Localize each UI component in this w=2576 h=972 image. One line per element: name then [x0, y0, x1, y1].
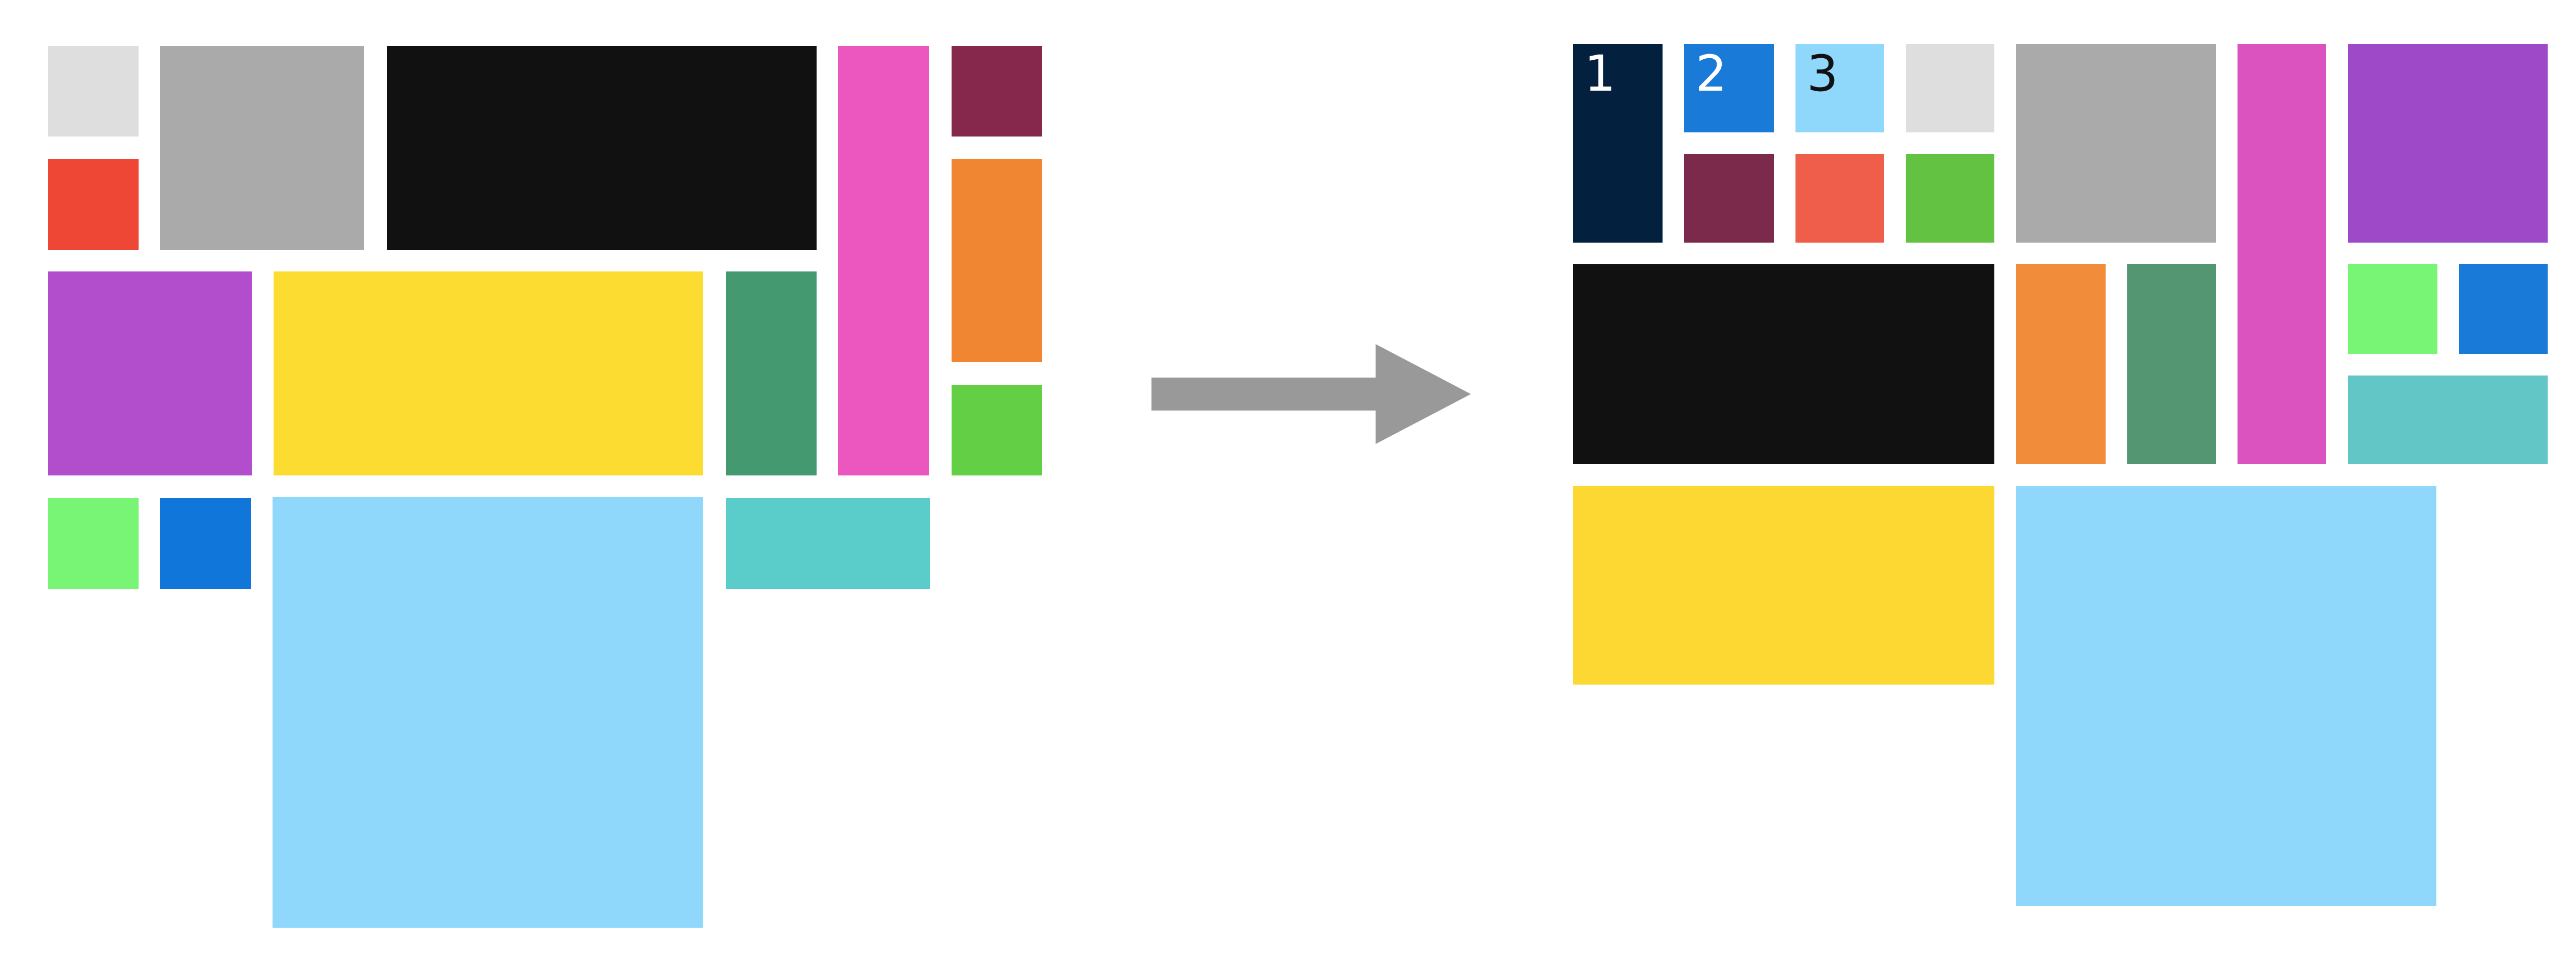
after-navy-numbered-tile: 1	[1573, 44, 1663, 243]
block-number-label: 1	[1584, 45, 1616, 103]
before-teal-block	[726, 498, 930, 589]
arrow-shape	[1151, 344, 1471, 444]
before-red-square	[48, 159, 139, 250]
after-pink-column	[2238, 44, 2326, 464]
after-red-square	[1795, 154, 1884, 243]
before-light-blue-block	[273, 497, 703, 928]
after-yellow-block	[1573, 486, 1994, 685]
before-blue-square	[160, 498, 251, 589]
after-gray-tile	[2016, 44, 2216, 243]
after-blue-numbered-square: 2	[1684, 44, 1774, 132]
after-light-green-square	[2348, 264, 2437, 354]
after-light-gray-square	[1906, 44, 1994, 132]
before-maroon-square	[952, 46, 1042, 137]
after-green-column	[2127, 264, 2216, 464]
transform-arrow-icon	[1151, 344, 1471, 444]
before-yellow-block	[274, 271, 703, 475]
after-maroon-square	[1684, 154, 1774, 243]
before-green-column	[726, 271, 817, 475]
after-blue-square	[2459, 264, 2548, 354]
after-teal-block	[2348, 376, 2548, 464]
after-lime-square	[1906, 154, 1994, 243]
before-purple-tile	[48, 271, 252, 475]
after-orange-column	[2016, 264, 2106, 464]
block-number-label: 3	[1807, 45, 1839, 103]
before-black-block	[387, 46, 817, 250]
block-number-label: 2	[1696, 45, 1727, 103]
before-gray-tile	[160, 46, 364, 250]
before-orange-tile	[952, 159, 1042, 362]
before-pink-column	[838, 46, 929, 475]
after-light-blue-numbered-square: 3	[1795, 44, 1884, 132]
before-light-gray-square	[48, 46, 139, 137]
before-light-green-square	[48, 498, 139, 589]
after-purple-tile	[2348, 44, 2548, 243]
before-lime-square	[952, 385, 1042, 475]
after-black-block	[1573, 264, 1994, 464]
after-light-blue-block	[2016, 486, 2436, 906]
